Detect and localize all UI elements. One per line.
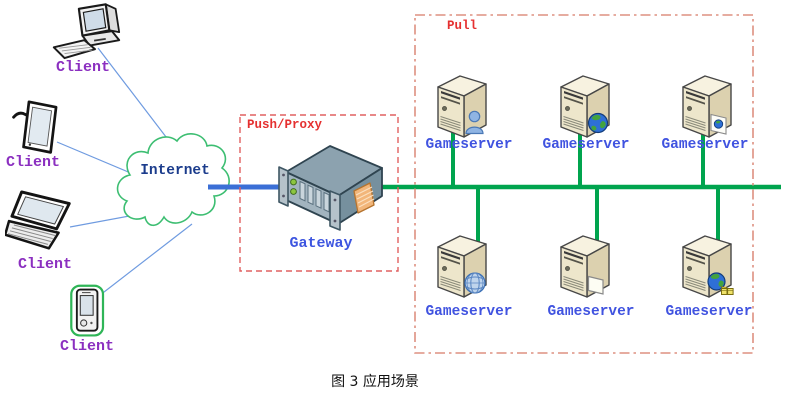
gateway-label: Gateway: [289, 235, 353, 252]
gameserver-label: Gameserver: [425, 304, 513, 320]
gameserver-icon: [560, 75, 610, 138]
gameserver-label: Gameserver: [542, 137, 630, 153]
gameserver-icon: [437, 75, 487, 138]
gameserver-label: Gameserver: [547, 304, 635, 320]
client-label-tablet: Client: [5, 154, 60, 171]
internet-cloud: [116, 133, 230, 227]
gameserver-label: Gameserver: [665, 304, 753, 320]
lan-links: [366, 131, 781, 243]
laptop-icon: [5, 190, 71, 250]
client-label-smartphone: Client: [59, 338, 114, 355]
gateway-rack-server-icon: [278, 145, 383, 231]
push-proxy-zone-label: Push/Proxy: [247, 118, 323, 132]
card-badge-icon: [587, 275, 604, 295]
client-label-desktop: Client: [55, 59, 110, 76]
gameserver-icon: [682, 235, 734, 298]
figure-caption: 图 3 应用场景: [331, 374, 419, 390]
smartphone-icon: [70, 284, 105, 337]
wireframe-globe-badge-icon: [464, 272, 486, 294]
gateway-connector: [353, 182, 375, 214]
globe-card-badge-icon: [710, 113, 727, 135]
pull-zone-box: [414, 14, 754, 354]
gameserver-icon: [682, 75, 732, 138]
client-label-laptop: Client: [17, 256, 72, 273]
push-proxy-zone-box: [239, 114, 399, 272]
tablet-icon: [12, 100, 58, 154]
pull-zone-label: Pull: [447, 19, 478, 33]
gameserver-label: Gameserver: [661, 137, 749, 153]
gameserver-icon: [437, 235, 487, 298]
internet-label: Internet: [140, 163, 210, 179]
gameserver-icon: [560, 235, 610, 298]
desktop-computer-icon: [52, 3, 121, 60]
gateway-led-lights: [290, 178, 297, 195]
gameserver-label: Gameserver: [425, 137, 513, 153]
globe-badge-icon: [587, 112, 609, 134]
